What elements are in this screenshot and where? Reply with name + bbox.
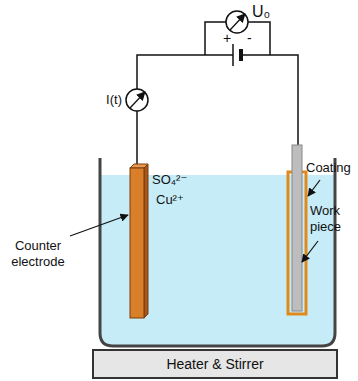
wire (241, 55, 298, 145)
polarity-sign: - (247, 30, 252, 46)
work-piece (292, 145, 302, 311)
wire (136, 111, 138, 168)
ion-label: SO₄²⁻ (152, 172, 187, 188)
meter-needle (230, 14, 245, 30)
ammeter (126, 89, 148, 111)
leader-line (308, 180, 320, 196)
electrode-side (144, 164, 148, 318)
wires (137, 22, 298, 168)
voltage-label: U₀ (252, 4, 270, 20)
voltmeter (226, 11, 248, 33)
part-label: Coating (306, 160, 351, 176)
battery-plate (239, 49, 243, 61)
leader-line (70, 215, 128, 236)
meter-needle (130, 92, 145, 108)
counter-electrode (130, 168, 144, 318)
box-label: Heater & Stirrer (166, 356, 263, 372)
heater-box: Heater & Stirrer (92, 349, 338, 379)
polarity-sign: + (223, 30, 231, 46)
wire (137, 55, 233, 89)
wire (205, 22, 226, 55)
battery-plate (232, 44, 234, 66)
part-label: Work piece (310, 203, 354, 235)
electrode-top (130, 164, 148, 168)
wire (248, 22, 270, 55)
part-label: Counter electrode (2, 238, 74, 270)
current-label: I(t) (88, 92, 122, 108)
leader-line (302, 241, 318, 262)
ion-label: Cu²⁺ (156, 192, 184, 208)
